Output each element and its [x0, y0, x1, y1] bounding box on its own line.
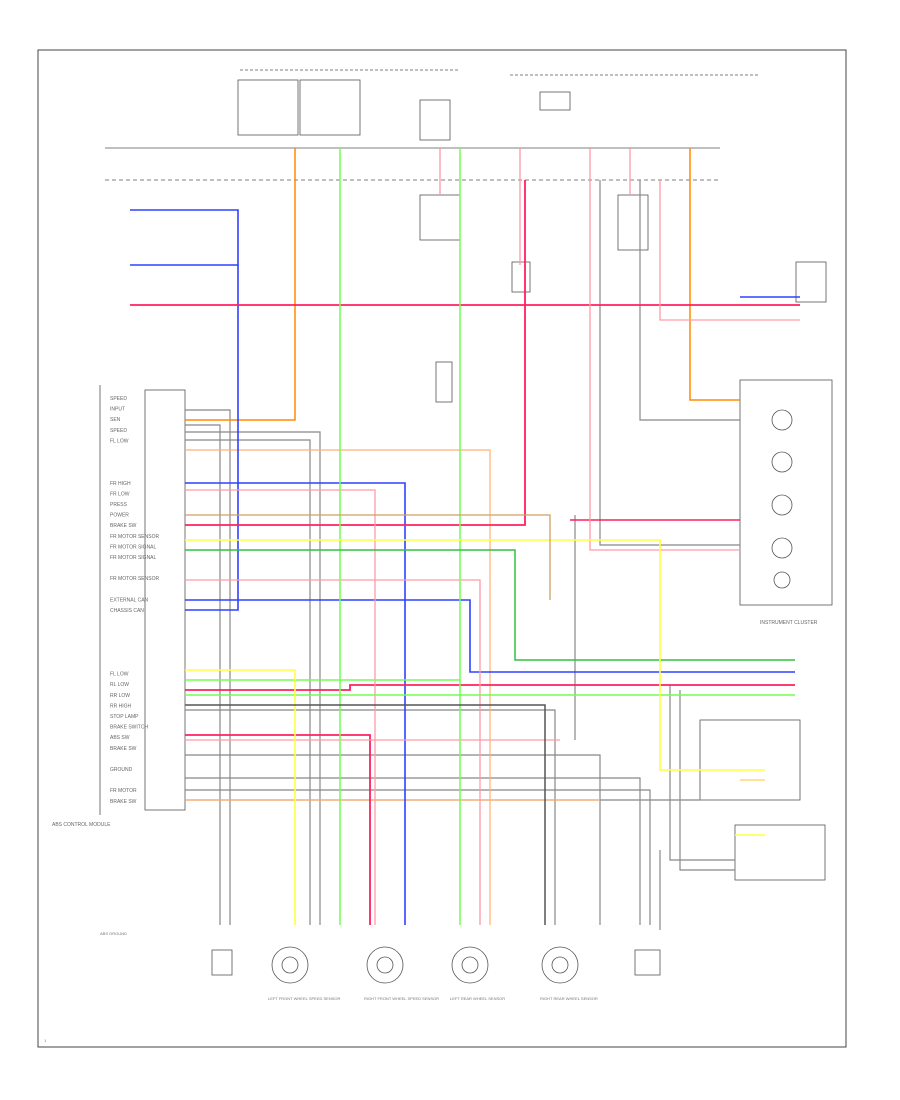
pin-label: ABS SW — [110, 735, 130, 741]
pin-label: STOP LAMP — [110, 714, 139, 720]
sensor-group-lr — [451, 946, 489, 984]
pin-label: FR MOTOR — [110, 788, 137, 794]
diagram-frame — [37, 49, 847, 1048]
pin-label: FL LOW — [110, 672, 129, 678]
pin-label: BRAKE SW — [110, 799, 137, 805]
fuse-panel-area — [105, 69, 760, 403]
pin-label: SEN — [110, 417, 121, 423]
sensor-group-lf — [271, 946, 309, 984]
pin-label: FR MOTOR SENSOR — [110, 534, 159, 540]
instrument-cluster-area — [699, 261, 833, 881]
pin-label: EXTERNAL CAN — [110, 597, 149, 603]
sensor-label-lf: LEFT FRONT WHEEL SPEED SENSOR — [268, 996, 340, 1001]
pin-label: GROUND — [110, 767, 133, 773]
sensor-label-lr: LEFT REAR WHEEL SENSOR — [450, 996, 505, 1001]
pin-label: POWER — [110, 513, 129, 519]
pin-label: RR LOW — [110, 693, 130, 699]
pin-label: FR LOW — [110, 491, 130, 497]
sensor-group-rr — [541, 946, 579, 984]
pin-label: FR MOTOR SENSOR — [110, 576, 159, 582]
pin-label: PRESS — [110, 502, 128, 508]
pin-label: BRAKE SWITCH — [110, 725, 148, 731]
sensor-label-rr: RIGHT REAR WHEEL SENSOR — [540, 996, 598, 1001]
pin-label: FR MOTOR SIGNAL — [110, 555, 157, 561]
page-number: 1 — [44, 1038, 47, 1043]
pin-label: FR MOTOR SIGNAL — [110, 544, 157, 550]
instrument-cluster-label: INSTRUMENT CLUSTER — [760, 620, 818, 626]
ground-note: ABS GROUND — [100, 931, 127, 936]
colored-wires — [130, 148, 800, 925]
abs-module-label: ABS CONTROL MODULE — [52, 822, 111, 828]
pin-label: FL LOW — [110, 438, 129, 444]
pin-label: CHASSIS CAN — [110, 608, 144, 614]
pin-label: BRAKE SW — [110, 523, 137, 529]
pin-label: BRAKE SW — [110, 746, 137, 752]
pin-label: SPEED — [110, 396, 127, 402]
sensor-group-rf — [366, 946, 404, 984]
pin-label: RL LOW — [110, 682, 129, 688]
ground-connector — [211, 949, 661, 976]
sensor-label-rf: RIGHT FRONT WHEEL SPEED SENSOR — [364, 996, 439, 1001]
pin-label: RR HIGH — [110, 703, 132, 709]
ground-wires — [185, 180, 740, 930]
pin-label: INPUT — [110, 407, 125, 413]
pin-label: FR HIGH — [110, 481, 131, 487]
pin-label: SPEED — [110, 428, 127, 434]
